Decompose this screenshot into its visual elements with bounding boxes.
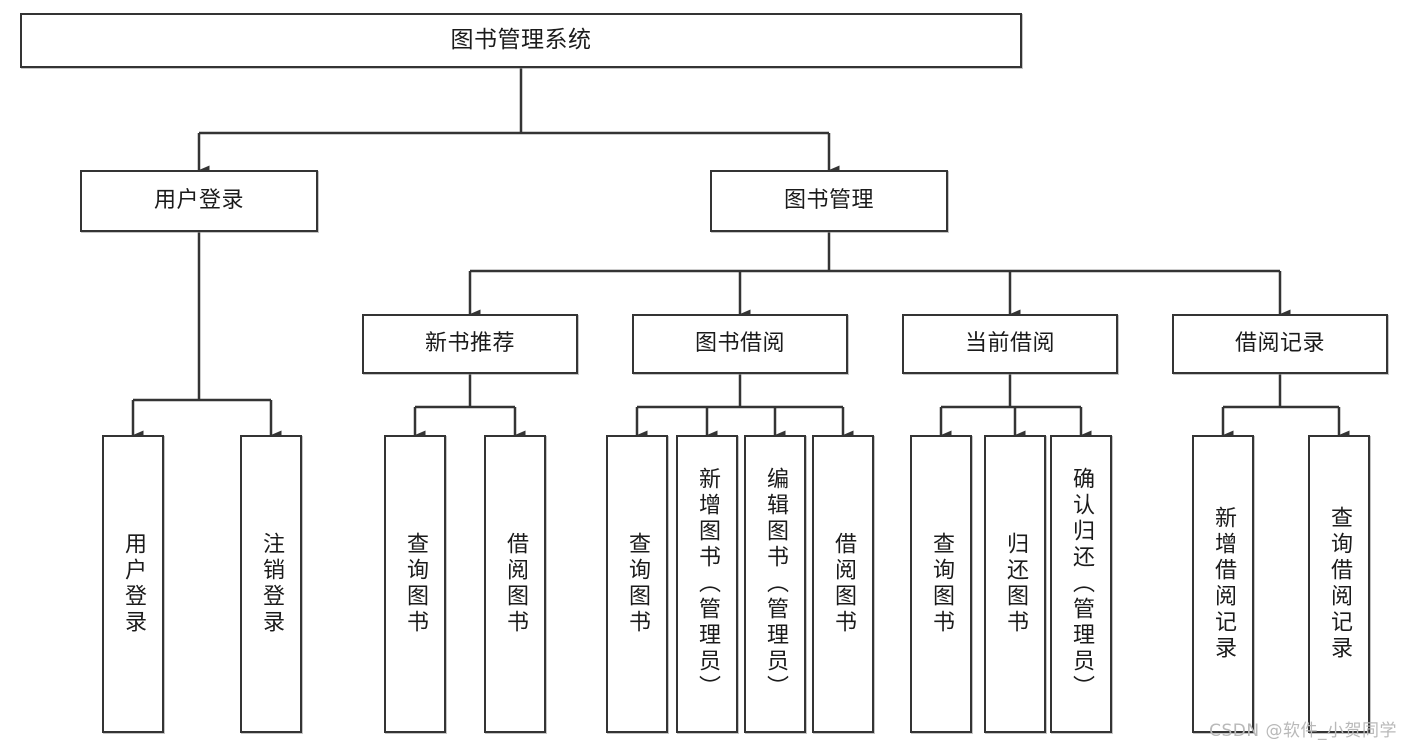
node-current-borrow[interactable]: 当前借阅 bbox=[902, 314, 1118, 374]
node-borrow-record[interactable]: 借阅记录 bbox=[1172, 314, 1388, 374]
node-leaf-query-book-recommend[interactable]: 查询图书 bbox=[384, 435, 446, 733]
node-label: 借阅图书 bbox=[503, 532, 528, 636]
node-leaf-add-book-admin[interactable]: 新增图书（管理员） bbox=[676, 435, 738, 733]
node-label: 新增借阅记录 bbox=[1211, 506, 1236, 662]
node-label: 查询图书 bbox=[929, 532, 954, 636]
node-leaf-borrow-book-recommend[interactable]: 借阅图书 bbox=[484, 435, 546, 733]
node-leaf-user-logout[interactable]: 注销登录 bbox=[240, 435, 302, 733]
node-leaf-edit-book-admin[interactable]: 编辑图书（管理员） bbox=[744, 435, 806, 733]
node-label: 用户登录 bbox=[153, 188, 244, 214]
node-root-system[interactable]: 图书管理系统 bbox=[20, 13, 1022, 68]
node-leaf-borrow-book[interactable]: 借阅图书 bbox=[812, 435, 874, 733]
node-book-manage[interactable]: 图书管理 bbox=[710, 170, 948, 232]
node-label: 图书借阅 bbox=[694, 331, 785, 357]
node-leaf-return-book[interactable]: 归还图书 bbox=[984, 435, 1046, 733]
node-label: 归还图书 bbox=[1003, 532, 1028, 636]
node-label: 确认归还（管理员） bbox=[1069, 467, 1094, 701]
node-label: 图书管理 bbox=[783, 188, 874, 214]
node-leaf-user-login[interactable]: 用户登录 bbox=[102, 435, 164, 733]
node-label: 注销登录 bbox=[259, 532, 284, 636]
node-new-book-recommend[interactable]: 新书推荐 bbox=[362, 314, 578, 374]
node-label: 编辑图书（管理员） bbox=[763, 467, 788, 701]
node-label: 查询图书 bbox=[625, 532, 650, 636]
node-leaf-query-book-borrow[interactable]: 查询图书 bbox=[606, 435, 668, 733]
node-label: 新书推荐 bbox=[424, 331, 515, 357]
node-book-borrow[interactable]: 图书借阅 bbox=[632, 314, 848, 374]
node-user-login[interactable]: 用户登录 bbox=[80, 170, 318, 232]
node-leaf-add-borrow-record[interactable]: 新增借阅记录 bbox=[1192, 435, 1254, 733]
node-label: 新增图书（管理员） bbox=[695, 467, 720, 701]
node-leaf-query-book-current[interactable]: 查询图书 bbox=[910, 435, 972, 733]
watermark-text: CSDN @软件_小贺同学 bbox=[1209, 721, 1397, 741]
node-label: 查询图书 bbox=[403, 532, 428, 636]
node-label: 图书管理系统 bbox=[450, 27, 592, 54]
node-label: 当前借阅 bbox=[964, 331, 1055, 357]
node-label: 借阅记录 bbox=[1234, 331, 1325, 357]
node-leaf-confirm-return-admin[interactable]: 确认归还（管理员） bbox=[1050, 435, 1112, 733]
node-leaf-query-borrow-record[interactable]: 查询借阅记录 bbox=[1308, 435, 1370, 733]
node-label: 用户登录 bbox=[121, 532, 146, 636]
node-label: 查询借阅记录 bbox=[1327, 506, 1352, 662]
node-label: 借阅图书 bbox=[831, 532, 856, 636]
